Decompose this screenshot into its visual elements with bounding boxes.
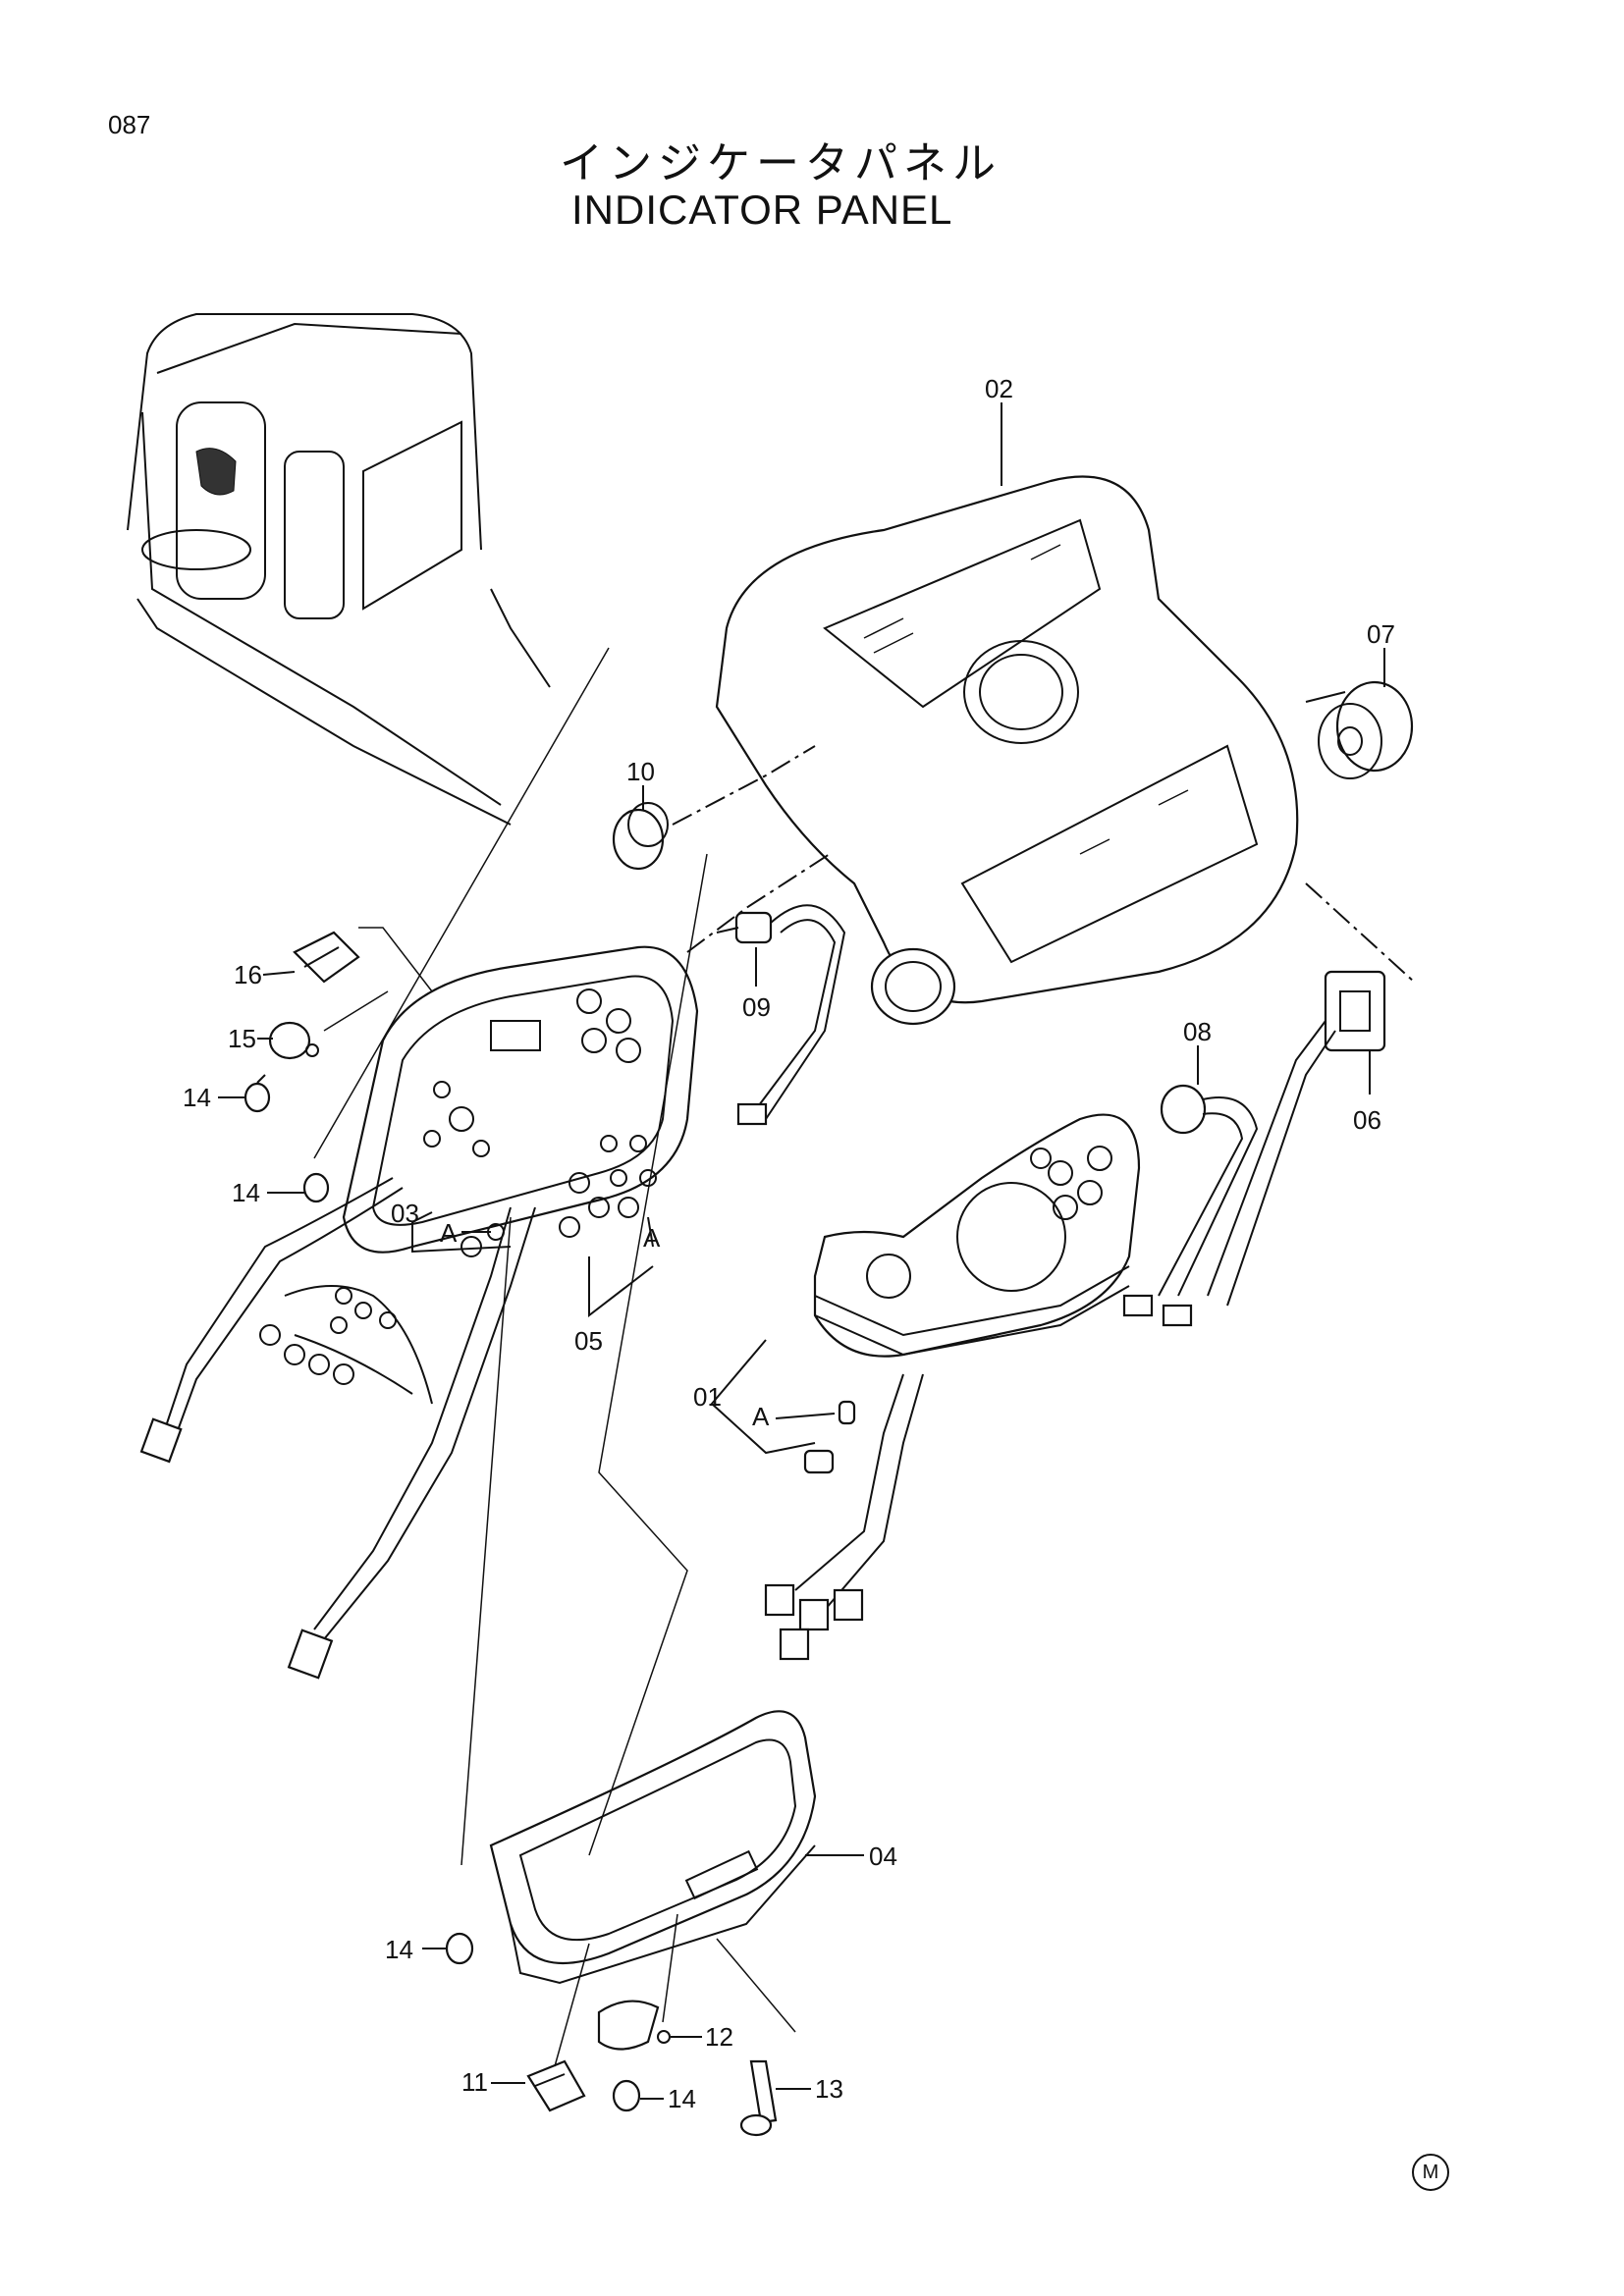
part-15-ring — [268, 1021, 319, 1060]
leader-a2 — [647, 1216, 654, 1248]
part-08-bulb — [1122, 1084, 1259, 1327]
callout-14a: 14 — [183, 1083, 211, 1112]
part-09-switch — [716, 904, 846, 1126]
callout-11: 11 — [461, 2067, 488, 2097]
callout-14b: 14 — [232, 1178, 260, 1207]
callout-a3: A — [752, 1402, 770, 1431]
panel-location-highlight — [195, 448, 237, 496]
callout-a2: A — [643, 1223, 661, 1253]
callout-13: 13 — [815, 2074, 843, 2104]
callout-10: 10 — [626, 757, 655, 786]
leader-a3 — [775, 1413, 836, 1419]
callout-01: 01 — [693, 1382, 722, 1412]
part-06-switch — [1207, 970, 1386, 1307]
part-14b-screw — [302, 1172, 330, 1203]
assembly-line-11 — [554, 1943, 590, 2067]
manufacturer-mark: M — [1412, 2154, 1449, 2191]
title-japanese: インジケータパネル — [560, 138, 1001, 188]
assembly-line-09 — [686, 853, 831, 953]
callout-09: 09 — [742, 992, 771, 1022]
part-02-cover — [715, 475, 1299, 1004]
ring-part — [870, 947, 956, 1026]
callout-03: 03 — [391, 1199, 419, 1228]
callout-16: 16 — [234, 960, 262, 989]
page-number: 087 — [108, 110, 151, 139]
part-14c-screw — [445, 1932, 474, 1965]
guide-line-left — [313, 647, 610, 1866]
leader-05 — [588, 1256, 654, 1318]
part-11-holder — [526, 2059, 586, 2112]
part-13-bolt — [739, 2059, 778, 2137]
part-16-clip — [293, 931, 360, 984]
bulb-a — [803, 1400, 856, 1474]
guide-line-center — [588, 853, 708, 1856]
part-04-housing — [489, 1710, 817, 1985]
callout-05: 05 — [574, 1326, 603, 1356]
part-03-gauge-cluster — [342, 945, 699, 1254]
part-10-cap — [612, 802, 669, 871]
callout-02: 02 — [985, 374, 1013, 403]
assembly-line-12 — [662, 1913, 678, 2023]
leader-01 — [710, 1339, 816, 1455]
callout-08: 08 — [1183, 1017, 1212, 1046]
part-14d-screw — [612, 2079, 641, 2112]
assembly-line-13 — [716, 1938, 796, 2033]
callout-14c: 14 — [385, 1935, 413, 1964]
assembly-line-10 — [672, 745, 816, 826]
part-12-clamp — [597, 2000, 671, 2051]
part-01-gauge-assembly — [764, 1113, 1141, 1661]
cab-inset — [127, 313, 551, 826]
part-07-knob — [1305, 680, 1414, 779]
callout-06: 06 — [1353, 1105, 1381, 1135]
callout-15: 15 — [228, 1024, 256, 1053]
callout-07: 07 — [1367, 619, 1395, 649]
leader-16 — [262, 971, 296, 976]
callout-04: 04 — [869, 1842, 897, 1871]
callout-12: 12 — [705, 2022, 733, 2052]
callout-14d: 14 — [668, 2084, 696, 2113]
assembly-line-16 — [358, 927, 433, 992]
title-english: INDICATOR PANEL — [571, 187, 953, 233]
part-14a-screw — [244, 1074, 271, 1113]
assembly-line-15 — [323, 990, 389, 1032]
callout-a1: A — [440, 1218, 458, 1248]
assembly-line-06 — [1305, 882, 1415, 983]
left-wire-harness — [139, 1135, 657, 1680]
